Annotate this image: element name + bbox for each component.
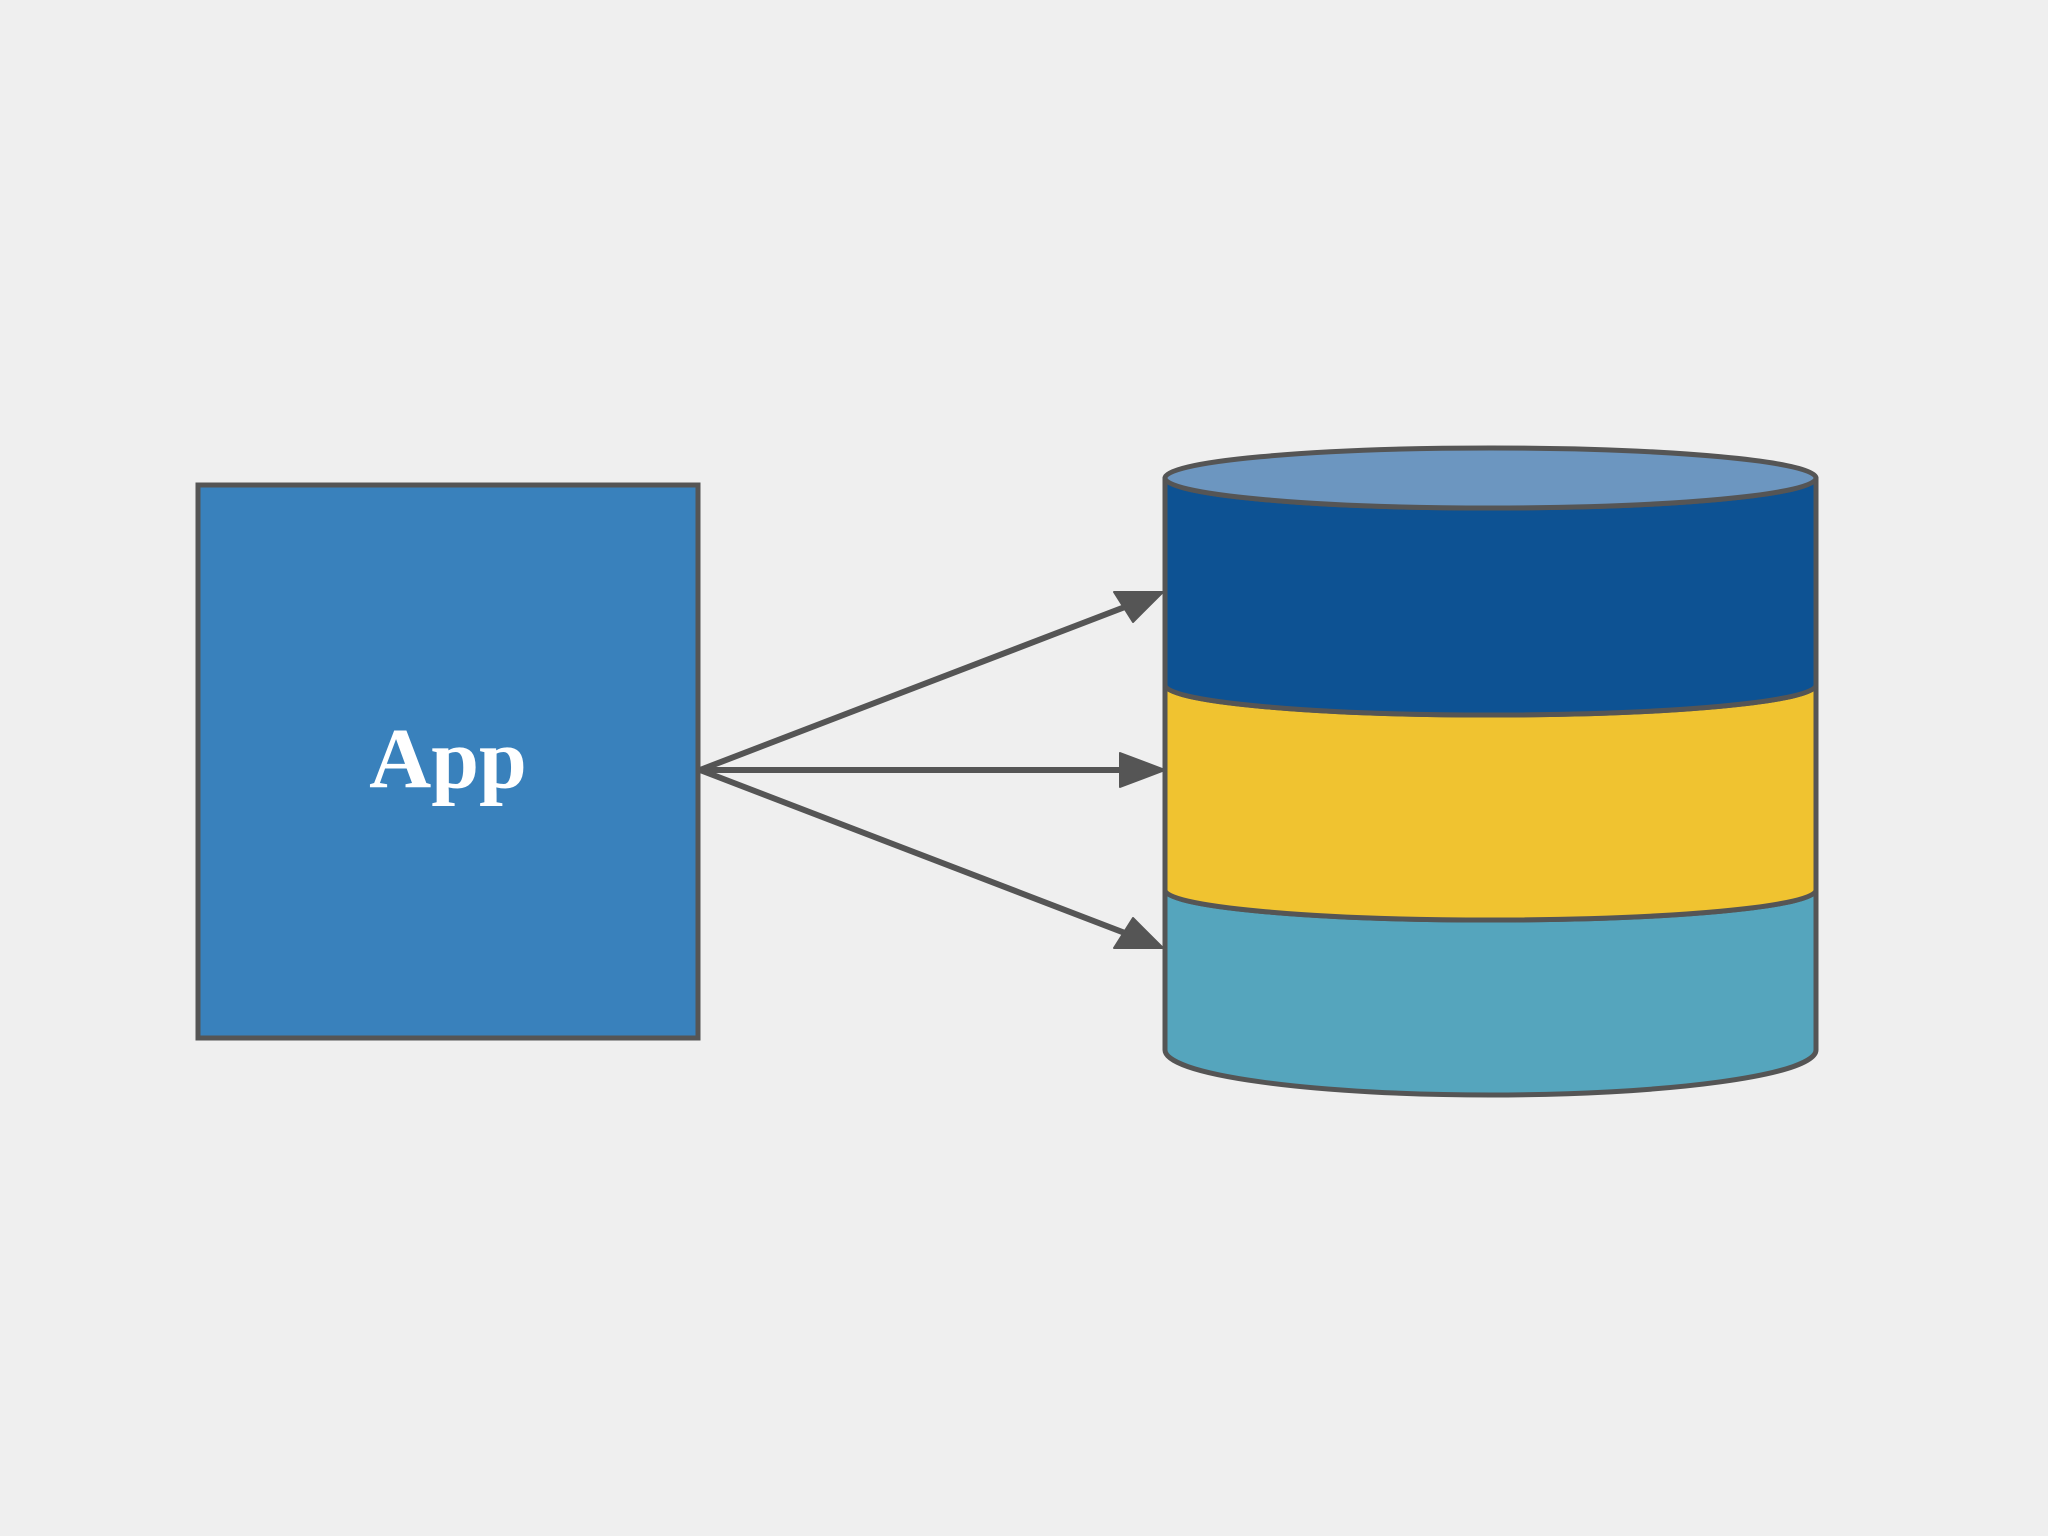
edge-app-to-layer-middle-arrowhead — [1119, 752, 1166, 788]
node-app[interactable]: App — [195, 482, 701, 1041]
edge-app-to-layer-top-arrowhead — [1113, 591, 1164, 623]
edge-group — [698, 591, 1166, 949]
database-layer-top[interactable] — [1162, 475, 1819, 718]
edge-app-to-layer-bottom[interactable] — [698, 767, 1164, 949]
edge-app-to-layer-top[interactable] — [698, 591, 1164, 773]
edge-app-to-layer-top-line — [698, 597, 1145, 773]
app-box-shape[interactable] — [195, 482, 701, 1041]
database-layer-middle[interactable] — [1162, 682, 1819, 923]
edge-app-to-layer-bottom-line — [698, 767, 1145, 943]
node-database[interactable] — [1162, 445, 1819, 1098]
app-box-label: App — [369, 711, 527, 807]
database-top-ellipse[interactable] — [1162, 445, 1819, 511]
edge-app-to-layer-bottom-arrowhead — [1113, 917, 1164, 949]
edge-app-to-layer-middle[interactable] — [700, 752, 1166, 788]
